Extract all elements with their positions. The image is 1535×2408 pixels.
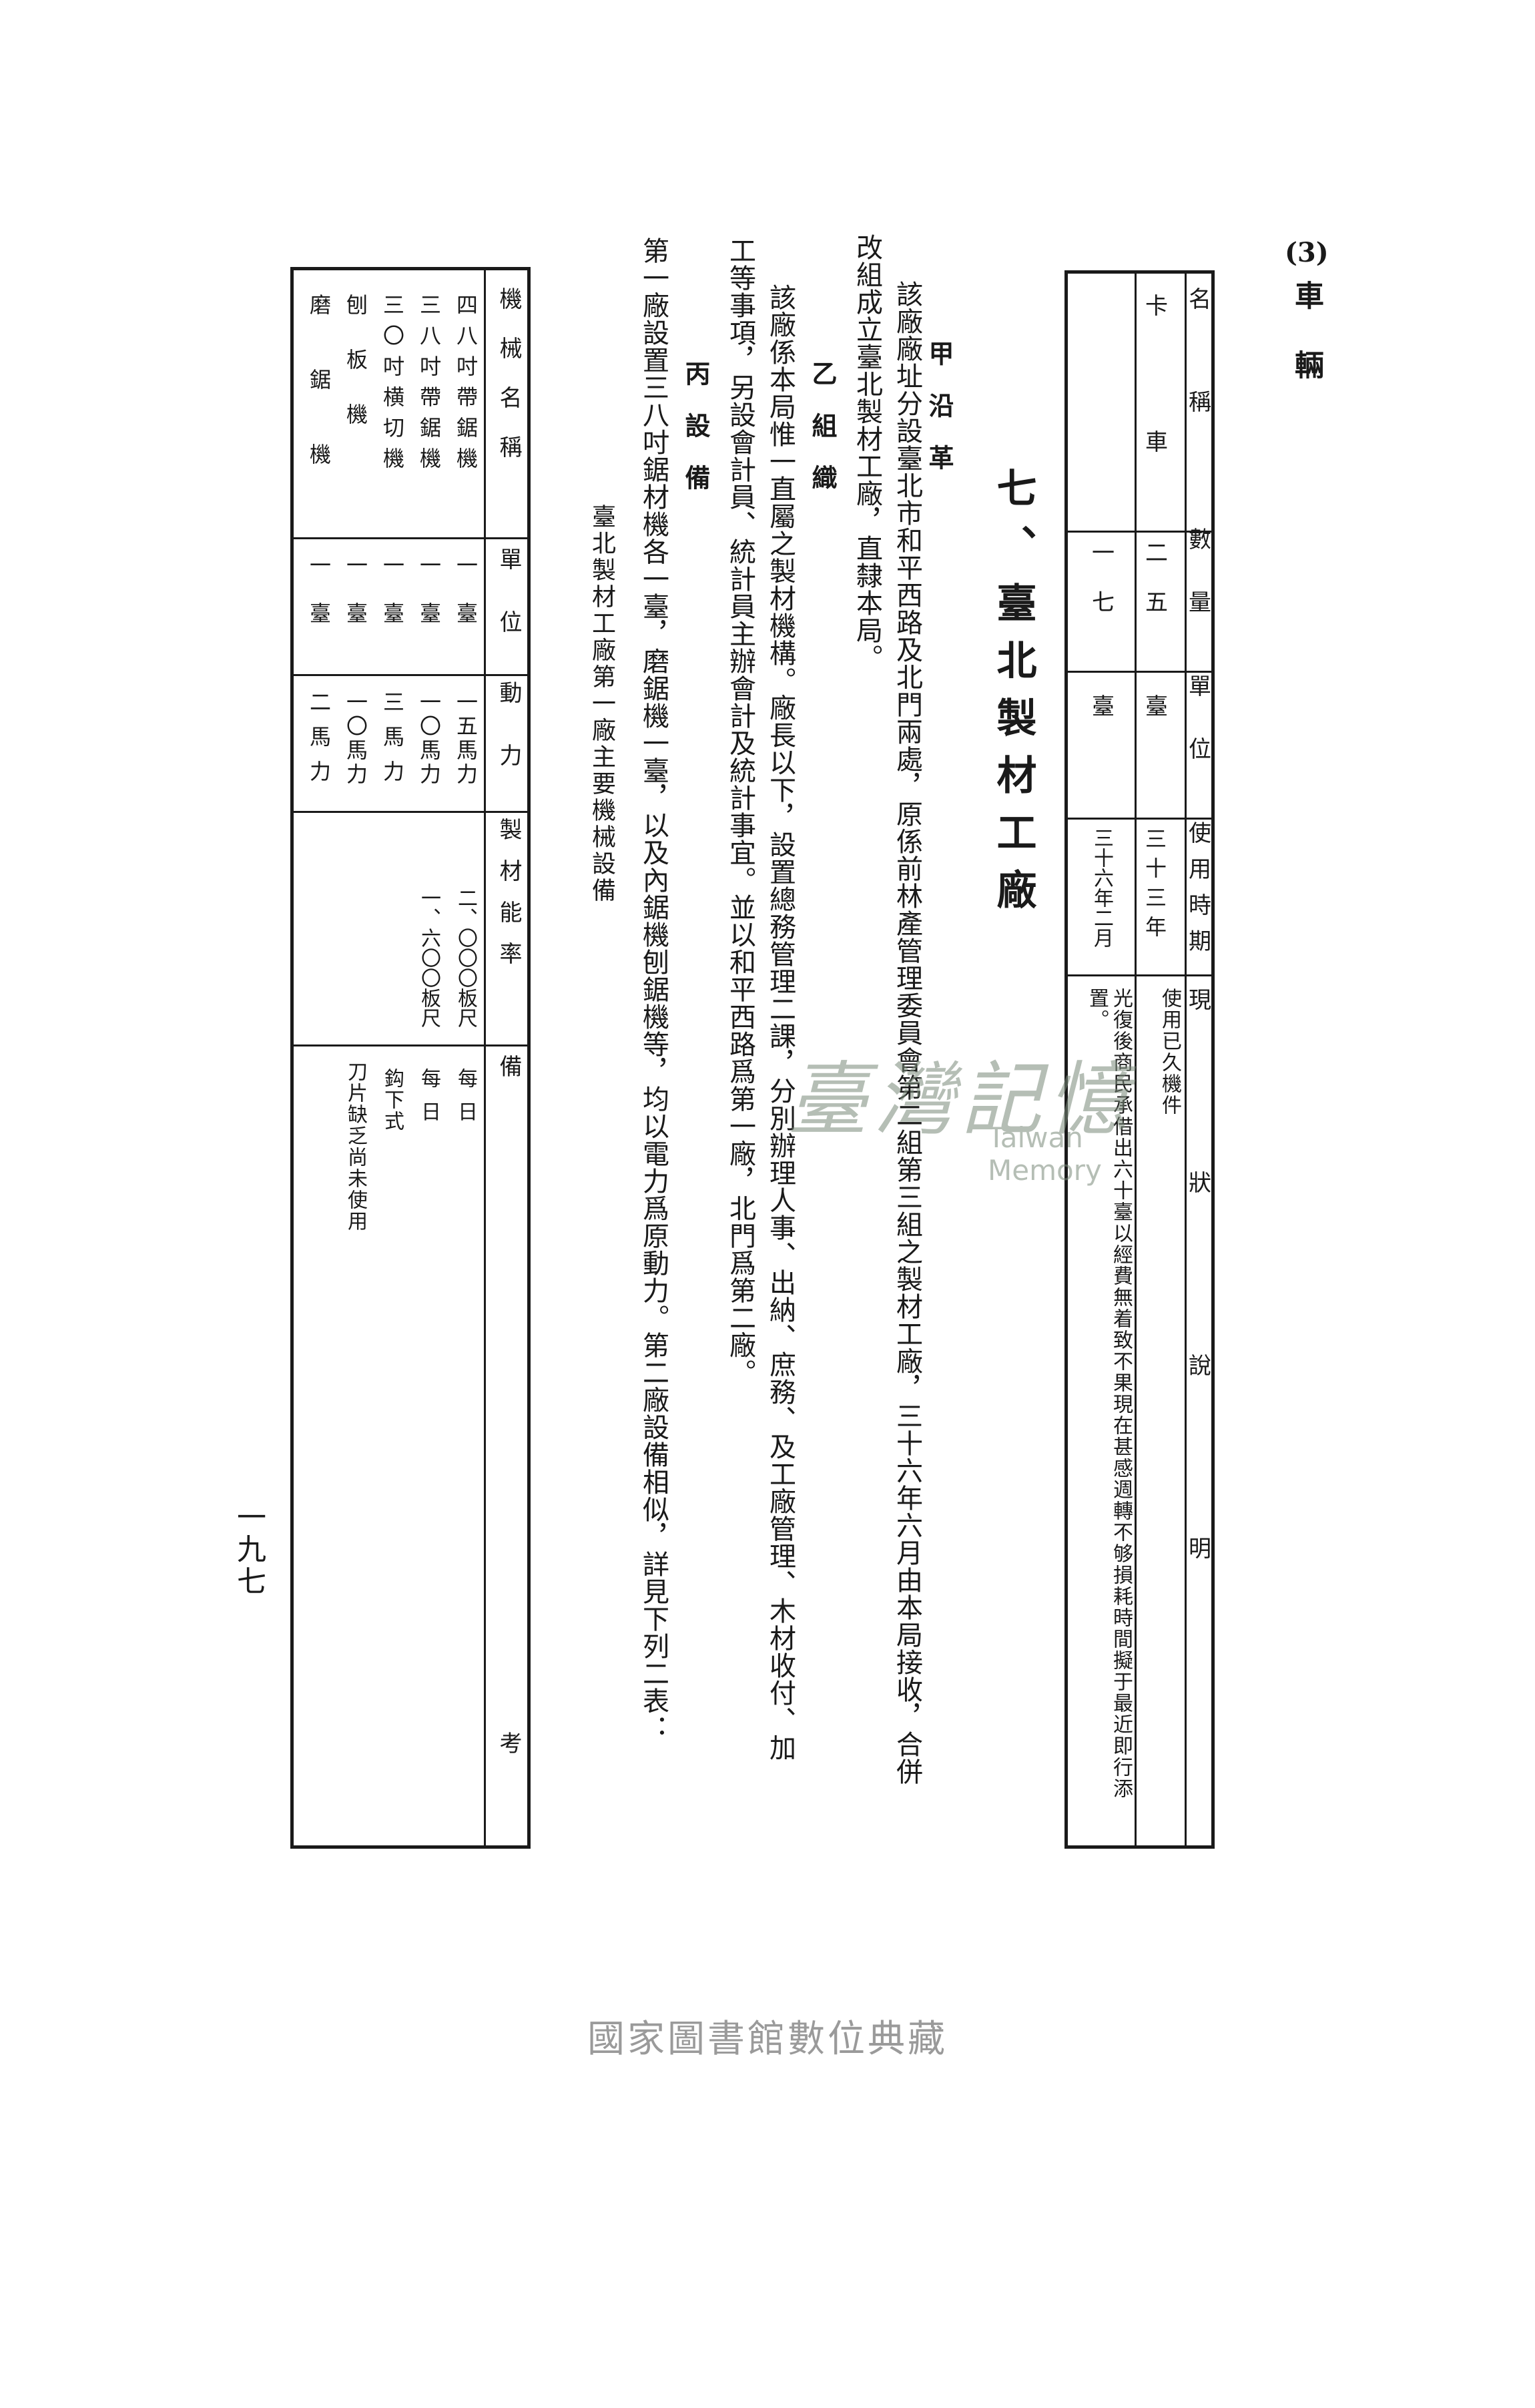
jia-text-2: 改組成立臺北製材工廠，直隸本局。	[852, 234, 882, 671]
m-unit-2: 一臺	[416, 554, 442, 650]
page-number: 一九七	[232, 1502, 266, 1598]
header-status: 現狀說明	[1184, 988, 1211, 1719]
m-name-1: 四八吋帶鋸機	[453, 294, 479, 478]
m-remark-3: 鈎下式	[380, 1068, 404, 1132]
m-remark-2: 每日	[417, 1068, 440, 1135]
vehicle-unit-2: 臺	[1087, 694, 1115, 717]
m-power-4: 一〇馬力	[343, 691, 368, 787]
machinery-table	[290, 267, 531, 1849]
section-title: 七、臺北製材工廠	[990, 467, 1036, 926]
m-header-name: 機械名稱	[495, 287, 522, 485]
vehicle-period-2: 三十六年二月	[1090, 828, 1113, 948]
yi-text-2: 工等事項，另設會計員、統計員主辦會計及統計事宜。並以和平西路爲第一廠，北門爲第二…	[725, 237, 755, 1386]
m-unit-5: 一臺	[306, 554, 332, 650]
vehicle-unit-1: 臺	[1141, 694, 1168, 717]
m-unit-3: 一臺	[380, 554, 405, 650]
m-name-4: 刨板機	[343, 294, 368, 458]
vehicle-status-1: 使用已久機件	[1158, 988, 1181, 1116]
vehicle-table	[1064, 270, 1215, 1849]
header-unit: 單位	[1184, 674, 1211, 800]
vehicle-status-2: 光復後商民承借出六十臺以經費無着致不果現在甚感週轉不够損耗時間擬于最近即行添置。	[1085, 988, 1133, 1799]
bing-text-1: 第一廠設置三八吋鋸材機各一臺，磨鋸機一臺，以及內鋸機刨鋸機等，均以電力爲原動力。…	[638, 237, 669, 1742]
vehicle-period-1: 三十三年	[1142, 828, 1167, 945]
m-power-1: 一五馬力	[453, 691, 479, 787]
m-power-3: 三馬力	[380, 691, 405, 795]
header-name: 名稱	[1184, 287, 1211, 493]
section-heading: 車輛	[1289, 280, 1323, 419]
m-header-unit: 單位	[495, 547, 522, 673]
m-power-2: 一〇馬力	[416, 691, 442, 787]
m-header-power: 動力	[495, 681, 522, 806]
bing-heading: 丙設備	[681, 360, 711, 517]
m-name-5: 磨鋸機	[306, 294, 332, 518]
m-capacity-2: 一、六〇〇板尺	[417, 888, 440, 1028]
yi-text-1: 該廠係本局惟一直屬之製材機構。廠長以下，設置總務管理二課，分別辦理人事、出納、庶…	[765, 284, 796, 1761]
m-name-2: 三八吋帶鋸機	[416, 294, 442, 478]
m-header-remarks: 備考	[495, 1055, 522, 2408]
m-capacity-1: 二、〇〇〇板尺	[454, 888, 477, 1028]
vehicle-name: 卡車	[1141, 294, 1168, 566]
jia-heading: 甲沿革	[924, 340, 954, 497]
m-remark-5: 刀片缺乏尚未使用	[344, 1061, 367, 1232]
m-remark-1: 每日	[454, 1068, 477, 1135]
yi-heading: 乙組織	[808, 360, 838, 517]
m-header-capacity: 製材能率	[495, 818, 522, 983]
jia-text-1: 該廠廠址分設臺北市和平西路及北門兩處，原係前林產管理委員會第二組第三組之製材工廠…	[892, 280, 922, 1785]
footer-text: 國家圖書館數位典藏	[587, 2018, 948, 2061]
section-number: (3)	[1285, 237, 1329, 268]
vehicle-qty-1: 二五	[1141, 541, 1168, 639]
header-quantity: 數量	[1184, 527, 1211, 653]
m-power-5: 二馬力	[306, 691, 332, 795]
m-name-3: 三〇吋横切機	[380, 294, 405, 478]
header-period: 使用時期	[1184, 821, 1211, 965]
table-title: 臺北製材工廠第一廠主要機械設備	[588, 504, 615, 904]
vehicle-qty-2: 一七	[1087, 541, 1115, 639]
m-unit-4: 一臺	[343, 554, 368, 650]
m-unit-1: 一臺	[453, 554, 479, 650]
